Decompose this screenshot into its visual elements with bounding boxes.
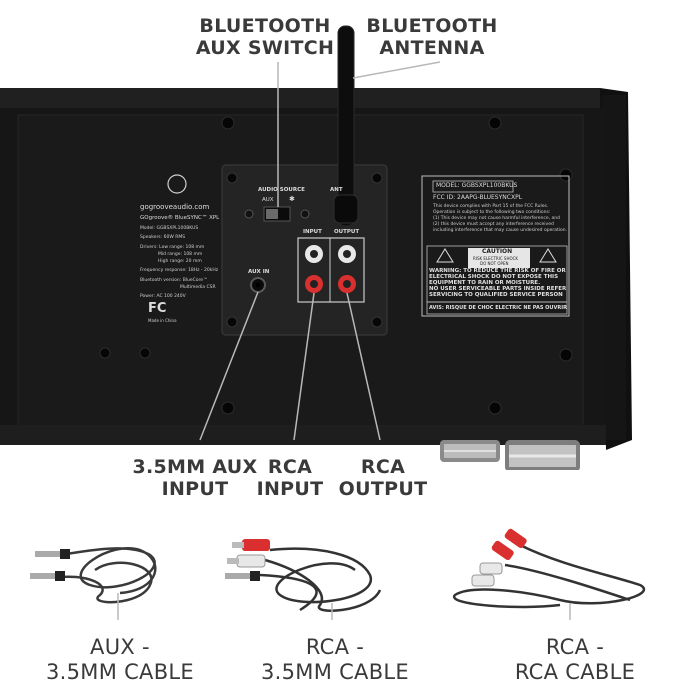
aux-label: AUX	[262, 197, 274, 203]
audio-source-label: AUDIO SOURCE	[258, 187, 305, 193]
rca-rca-cable	[452, 543, 646, 609]
fcc-id-text: FCC ID: 2AAPG-BLUESYNCXPL	[433, 194, 523, 201]
aux-plug-2	[30, 571, 65, 581]
fcc-compliance-4: (2) this device must accept any interfer…	[433, 222, 554, 227]
callout-rca-output: RCA OUTPUT	[338, 456, 428, 500]
aux-plug-1	[35, 549, 70, 559]
caution-text: CAUTION	[482, 248, 513, 255]
fcc-logo: FC	[148, 301, 167, 316]
shock-warning-icon	[436, 248, 454, 263]
rca-output-white	[338, 245, 356, 263]
cable-label-rca-3.5mm: RCA - 3.5MM CABLE	[260, 635, 409, 684]
input-label: INPUT	[303, 229, 322, 235]
callout-bluetooth-aux-switch: BLUETOOTH AUX SWITCH	[195, 15, 335, 59]
cable-label-rca-rca: RCA - RCA CABLE	[514, 635, 636, 684]
screw	[559, 168, 573, 182]
callout-line-aux	[199, 291, 259, 441]
antenna-label: ANT	[330, 187, 343, 193]
callout-line-antenna	[352, 61, 441, 79]
rca-input-red	[305, 275, 323, 293]
callout-line-rca-output	[346, 292, 381, 441]
callout-aux-input: 3.5MM AUX INPUT	[132, 456, 258, 500]
speaker-rear-photo	[0, 25, 632, 470]
drivers-text-2: Mid range: 108 mm	[158, 252, 203, 257]
rca-white-plug-3	[471, 574, 495, 587]
rca-red-plug-1	[232, 539, 270, 551]
cable-label-aux-3.5mm: AUX - 3.5MM CABLE	[45, 635, 194, 684]
screw	[488, 116, 502, 130]
callout-line-rca-input	[293, 292, 315, 441]
bluetooth-icon: ✱	[289, 195, 295, 203]
rca-red-plug-3	[491, 540, 514, 561]
rca-white-plug-1	[227, 554, 266, 568]
bt-version-text-2: Multimedia CSR	[180, 285, 216, 290]
drivers-text-3: High range: 20 mm	[158, 259, 202, 264]
screw	[221, 116, 235, 130]
fcc-compliance-5: including interference that may cause un…	[433, 228, 568, 233]
made-in-text: Made in China	[148, 318, 177, 323]
aux-plug-3	[225, 571, 260, 581]
warning-text-2: ELECTRICAL SHOCK DO NOT EXPOSE THIS	[429, 274, 559, 280]
warning-text-1: WARNING: TO REDUCE THE RISK OF FIRE OR	[429, 268, 566, 274]
callout-bluetooth-antenna: BLUETOOTH ANTENNA	[366, 15, 498, 59]
screw	[559, 348, 573, 362]
speakers-text: Speakers: 60W RMS	[140, 235, 186, 240]
aux-3.5mm-cable	[59, 547, 157, 604]
frequency-text: Frequency response: 18Hz - 20kHz	[140, 268, 219, 273]
rca-input-white	[305, 245, 323, 263]
warning-text-3: EQUIPMENT TO RAIN OR MOISTURE.	[429, 280, 541, 286]
rating-label	[421, 175, 570, 317]
speaker-top-surface	[0, 88, 610, 108]
volume-knobs	[440, 440, 580, 470]
screw	[139, 347, 151, 359]
screw	[221, 401, 235, 415]
power-text: Power: AC 100 240V	[140, 294, 186, 299]
callout-rca-input: RCA INPUT	[256, 456, 324, 500]
fcc-compliance-1: This device complies with Part 15 of the…	[433, 204, 549, 209]
rca-white-plug-2	[479, 562, 503, 575]
rca-output-red	[338, 275, 356, 293]
bt-version-text: Bluetooth version: BlueCore™	[140, 278, 208, 283]
product-name: GOgroove® BlueSYNC™ XPL	[140, 215, 220, 221]
screw	[99, 347, 111, 359]
rca-3.5mm-cable	[259, 547, 382, 612]
cables-photo	[30, 528, 646, 620]
screw	[488, 401, 502, 415]
aux-in-label: AUX IN	[248, 269, 270, 275]
output-label: OUTPUT	[334, 229, 360, 235]
fcc-compliance-3: (1) This device may not cause harmful in…	[433, 216, 560, 221]
avis-text: AVIS: RISQUE DE CHOC ELECTRIC NE PAS OUV…	[429, 305, 567, 311]
warning-text-4: NO USER SERVICEABLE PARTS INSIDE REFER	[429, 286, 567, 292]
fcc-compliance-2: Operation is subject to the following tw…	[433, 210, 551, 215]
brand-url: gogrooveaudio.com	[140, 203, 210, 211]
rca-red-plug-2	[504, 528, 527, 549]
gogroove-logo	[167, 174, 187, 194]
exclamation-warning-icon	[539, 248, 557, 263]
caution-sub-1: RISK ELECTRIC SHOCK	[473, 256, 519, 261]
drivers-text-1: Drivers: Low range: 108 mm	[140, 245, 205, 250]
model-text: Model: GGBSXPL100BKUS	[140, 226, 199, 231]
model-label-text: MODEL: GGBSXPL100BKUS	[436, 182, 518, 189]
caution-sub-2: DO NOT OPEN	[480, 261, 509, 266]
warning-text-5: SERVICING TO QUALIFIED SERVICE PERSON	[429, 292, 563, 298]
bluetooth-antenna	[337, 25, 355, 227]
